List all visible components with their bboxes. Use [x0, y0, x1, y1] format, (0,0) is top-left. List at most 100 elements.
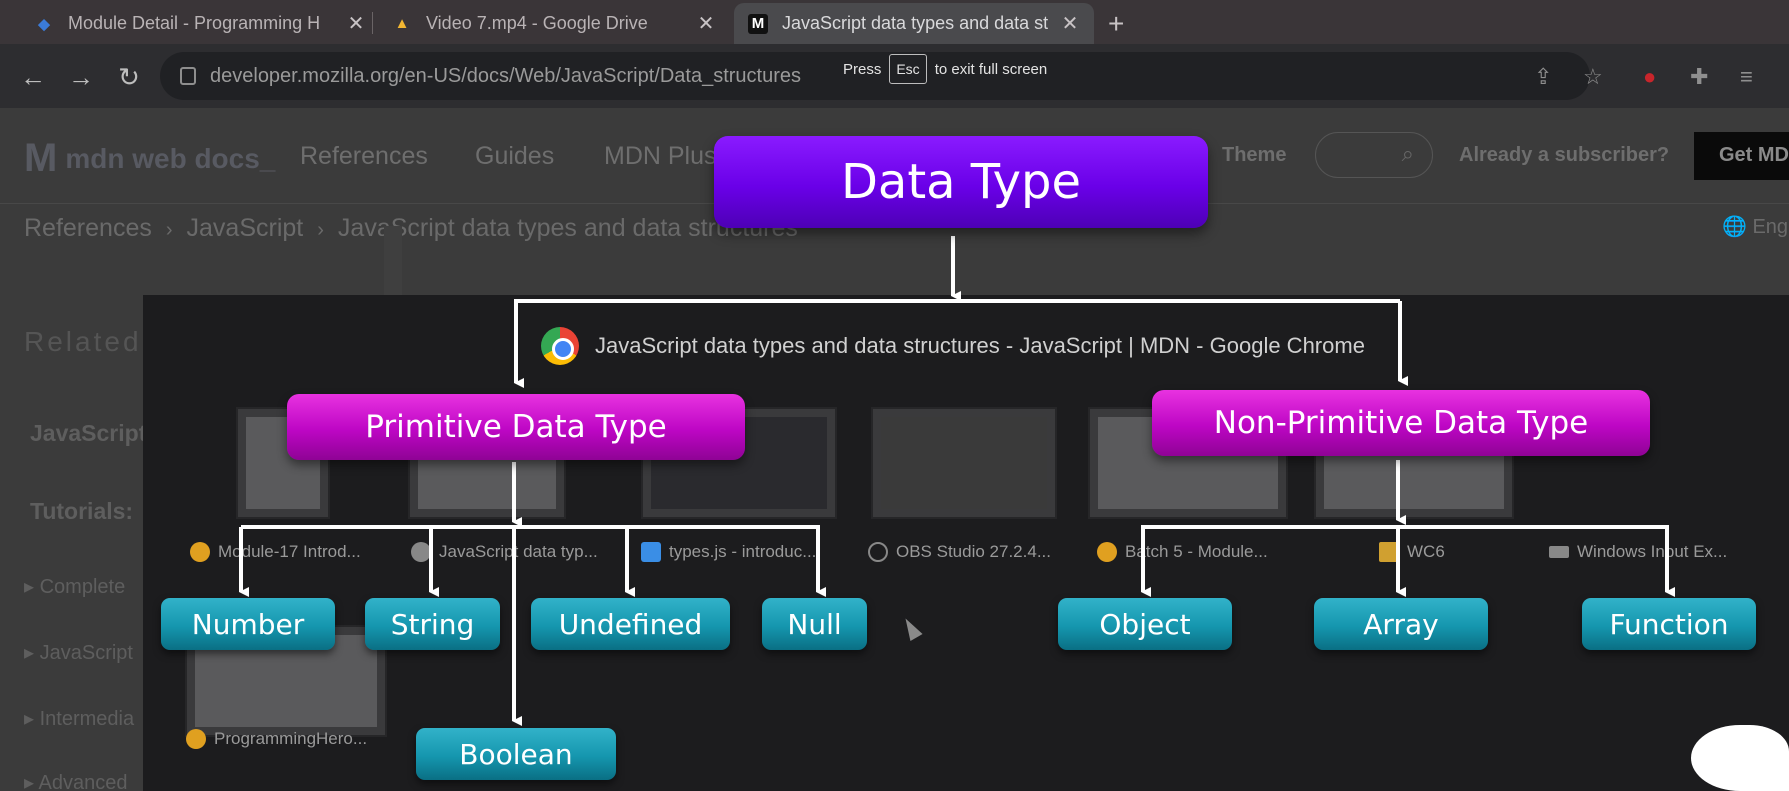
- url-text: developer.mozilla.org/en-US/docs/Web/Jav…: [210, 64, 802, 87]
- fullscreen-hint-text: to exit full screen: [934, 60, 1048, 78]
- app-icon: [190, 542, 210, 562]
- lock-icon: [180, 67, 196, 85]
- media-controls-icon[interactable]: ≡: [1740, 64, 1753, 89]
- theme-toggle[interactable]: Theme: [1222, 144, 1287, 166]
- window-thumbnail[interactable]: [185, 625, 387, 737]
- app-icon: [411, 542, 431, 562]
- array-node: Array: [1314, 598, 1488, 650]
- window-label[interactable]: types.js - introduc...: [641, 542, 816, 562]
- extensions-icon[interactable]: ✚: [1690, 64, 1709, 89]
- subscriber-link[interactable]: Already a subscriber?: [1459, 144, 1670, 166]
- language-selector[interactable]: 🌐 Eng: [1722, 216, 1789, 238]
- primitive-data-type-node: Primitive Data Type: [287, 394, 745, 460]
- sidebar-item-complete[interactable]: ▸ Complete: [24, 576, 126, 598]
- window-label-text: Windows Input Ex...: [1577, 542, 1728, 561]
- chrome-icon: [186, 729, 206, 749]
- sidebar-item-label: Advanced: [38, 772, 128, 791]
- keyboard-icon: [1549, 546, 1569, 558]
- search-icon: ⌕: [1401, 141, 1414, 166]
- chevron-right-icon: ›: [317, 219, 324, 241]
- breadcrumb-item[interactable]: References: [24, 214, 152, 242]
- chrome-icon: [541, 327, 579, 365]
- tab-title: JavaScript data types and data st: [782, 13, 1048, 33]
- esc-key-badge: Esc: [889, 54, 927, 84]
- window-label[interactable]: JavaScript data typ...: [411, 542, 598, 562]
- object-node: Object: [1058, 598, 1232, 650]
- mdn-icon: M: [748, 13, 768, 34]
- window-label[interactable]: WC6: [1379, 542, 1445, 562]
- vscode-icon: [641, 542, 661, 562]
- mdn-header: M mdn web docs_ References Guides MDN Pl…: [0, 108, 1789, 204]
- nav-references[interactable]: References: [300, 142, 428, 170]
- share-icon[interactable]: ⇪: [1534, 64, 1553, 89]
- non-primitive-data-type-node: Non-Primitive Data Type: [1152, 390, 1650, 456]
- nav-guides[interactable]: Guides: [475, 142, 555, 170]
- number-node: Number: [161, 598, 335, 650]
- null-node: Null: [762, 598, 867, 650]
- window-label[interactable]: OBS Studio 27.2.4...: [868, 542, 1051, 562]
- back-button[interactable]: ←: [20, 62, 46, 92]
- window-label[interactable]: Windows Input Ex...: [1549, 542, 1727, 562]
- undefined-node: Undefined: [531, 598, 730, 650]
- obs-icon: [868, 542, 888, 562]
- mdn-logo-icon: M: [24, 136, 58, 180]
- sidebar-tutorials-heading: Tutorials:: [30, 498, 134, 524]
- sidebar-item-advanced[interactable]: ▸ Advanced: [24, 770, 127, 791]
- address-bar[interactable]: developer.mozilla.org/en-US/docs/Web/Jav…: [160, 52, 1590, 100]
- window-label[interactable]: ProgrammingHero...: [186, 729, 367, 749]
- breadcrumb: References›JavaScript›JavaScript data ty…: [24, 214, 798, 243]
- google-drive-icon: ▲: [394, 15, 410, 32]
- sidebar-item-javascript[interactable]: JavaScript: [30, 420, 147, 446]
- tab-bar: ◆ Module Detail - Programming H ✕ ▲ Vide…: [0, 0, 1789, 44]
- webcam-overlay: [1691, 725, 1789, 791]
- new-tab-button[interactable]: +: [1108, 8, 1125, 39]
- window-switcher: JavaScript data types and data structure…: [143, 295, 1789, 791]
- tab-google-drive[interactable]: ▲ Video 7.mp4 - Google Drive ✕: [378, 3, 730, 44]
- fullscreen-hint-press: Press: [843, 60, 882, 78]
- window-thumbnail[interactable]: [871, 407, 1057, 519]
- sidebar-item-intermediate[interactable]: ▸ Intermedia: [24, 708, 135, 730]
- reload-button[interactable]: ↻: [118, 62, 140, 92]
- get-mdn-plus-button[interactable]: Get MD: [1694, 132, 1789, 180]
- sidebar-item-label: Intermedia: [39, 708, 135, 730]
- function-node: Function: [1582, 598, 1756, 650]
- chevron-right-icon: ›: [165, 219, 173, 241]
- window-label-text: Batch 5 - Module...: [1125, 542, 1268, 561]
- tab-mdn[interactable]: M JavaScript data types and data st ✕: [734, 3, 1094, 44]
- programming-hero-icon: ◆: [38, 15, 50, 33]
- sidebar-item-label: Complete: [39, 576, 126, 598]
- opera-extension-icon[interactable]: ●: [1643, 64, 1657, 89]
- window-label[interactable]: Module-17 Introd...: [190, 542, 361, 562]
- close-icon[interactable]: ✕: [347, 13, 365, 35]
- close-icon[interactable]: ✕: [697, 13, 715, 35]
- mdn-logo[interactable]: M mdn web docs_: [24, 136, 275, 181]
- sidebar-item-javascript-guide[interactable]: ▸ JavaScript: [24, 642, 133, 664]
- tab-separator: [372, 12, 373, 34]
- window-label-text: ProgrammingHero...: [214, 729, 368, 748]
- window-label-text: Module-17 Introd...: [218, 542, 361, 561]
- window-label-text: OBS Studio 27.2.4...: [896, 542, 1051, 561]
- app-icon: [1379, 542, 1399, 562]
- mdn-logo-text: mdn web docs_: [65, 142, 276, 174]
- sidebar-item-label: JavaScript: [39, 642, 133, 664]
- switcher-window-title: JavaScript data types and data structure…: [541, 327, 1365, 365]
- close-icon[interactable]: ✕: [1061, 13, 1079, 35]
- window-label-text: WC6: [1407, 542, 1445, 561]
- bookmark-star-icon[interactable]: ☆: [1583, 64, 1603, 89]
- forward-button[interactable]: →: [68, 62, 94, 92]
- breadcrumb-item[interactable]: JavaScript: [186, 214, 304, 242]
- search-input[interactable]: ⌕: [1315, 132, 1433, 178]
- window-label[interactable]: Batch 5 - Module...: [1097, 542, 1268, 562]
- language-label: Eng: [1752, 216, 1789, 238]
- fullscreen-hint: Press Esc to exit full screen: [843, 52, 1047, 86]
- nav-mdn-plus[interactable]: MDN Plus: [604, 142, 717, 170]
- tab-title: Module Detail - Programming H: [68, 13, 321, 33]
- chrome-icon: [1097, 542, 1117, 562]
- data-type-node: Data Type: [714, 136, 1208, 228]
- tab-module-detail[interactable]: ◆ Module Detail - Programming H ✕: [20, 3, 380, 44]
- boolean-node: Boolean: [416, 728, 616, 780]
- window-label-text: JavaScript data typ...: [439, 542, 598, 561]
- string-node: String: [365, 598, 500, 650]
- switcher-title-text: JavaScript data types and data structure…: [595, 333, 1365, 358]
- tab-title: Video 7.mp4 - Google Drive: [426, 13, 648, 33]
